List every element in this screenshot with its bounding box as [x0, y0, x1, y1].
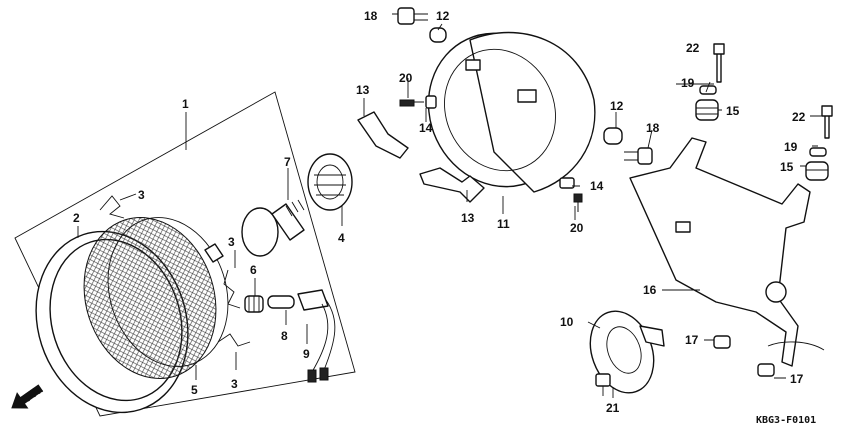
callout-15-lower: 15 — [780, 160, 794, 174]
callout-3-top: 3 — [138, 188, 145, 202]
callout-3-bottom: 3 — [231, 377, 238, 391]
bolt-22-upper[interactable] — [713, 43, 725, 83]
callout-16: 16 — [643, 283, 657, 297]
headlight-stay[interactable] — [629, 137, 825, 367]
callout-5: 5 — [191, 383, 198, 397]
callout-9: 9 — [303, 347, 310, 361]
rubber-cushion-upper[interactable] — [695, 99, 719, 121]
bolt-upper[interactable] — [397, 7, 428, 25]
callout-4: 4 — [338, 231, 345, 245]
callout-8: 8 — [281, 329, 288, 343]
callout-13-upper: 13 — [356, 83, 370, 97]
callout-20-upper: 20 — [399, 71, 413, 85]
screw-lower[interactable] — [573, 193, 583, 212]
callout-18-upper: 18 — [364, 9, 378, 23]
callout-2: 2 — [73, 211, 80, 225]
callout-22-lower: 22 — [792, 110, 806, 124]
leader-lines — [77, 13, 822, 398]
spring-clip-bottom[interactable] — [217, 333, 251, 347]
horn-bolt[interactable] — [595, 373, 611, 396]
bulb-socket[interactable] — [307, 153, 353, 211]
screw-upper[interactable] — [399, 99, 424, 107]
callout-14-lower: 14 — [590, 179, 604, 193]
callout-18-right: 18 — [646, 121, 660, 135]
callout-15-upper: 15 — [726, 104, 740, 118]
adjuster-clamp-left[interactable] — [357, 111, 409, 159]
headlight-case[interactable] — [404, 10, 597, 211]
nut-upper[interactable] — [425, 95, 437, 109]
flange-nut-upper[interactable] — [713, 335, 731, 349]
callout-1: 1 — [182, 97, 189, 111]
callout-17-upper: 17 — [685, 333, 699, 347]
callout-13-lower: 13 — [461, 211, 475, 225]
callout-6: 6 — [250, 263, 257, 277]
callout-7: 7 — [284, 155, 291, 169]
bolt-22-lower[interactable] — [821, 105, 833, 139]
collar-19-lower[interactable] — [809, 147, 827, 157]
callout-11: 11 — [497, 217, 510, 231]
nut-lower[interactable] — [559, 177, 575, 189]
spring-clip-top[interactable] — [99, 195, 125, 219]
collar-upper[interactable] — [429, 27, 447, 43]
adjuster-clamp-lower[interactable] — [419, 167, 485, 203]
callout-19-upper: 19 — [681, 76, 695, 90]
position-light-harness[interactable] — [297, 289, 336, 383]
callout-22-upper: 22 — [686, 41, 700, 55]
spring-clip-middle[interactable] — [223, 269, 241, 309]
callout-10: 10 — [560, 315, 574, 329]
callout-12-upper: 12 — [436, 9, 450, 23]
callout-21: 21 — [606, 401, 620, 415]
position-bulb-socket[interactable] — [267, 295, 295, 309]
headlight-bulb[interactable] — [241, 199, 305, 257]
front-direction-arrow-icon — [11, 384, 44, 409]
collar-right[interactable] — [603, 127, 623, 145]
flange-nut-lower[interactable] — [757, 363, 775, 377]
callout-14-upper: 14 — [419, 121, 433, 135]
callout-12-right: 12 — [610, 99, 624, 113]
callout-20-lower: 20 — [570, 221, 584, 235]
drawing-code: KBG3-F0101 — [756, 415, 816, 426]
headlight-lens-unit[interactable] — [64, 200, 247, 396]
callout-3-middle: 3 — [228, 235, 235, 249]
callout-17-lower: 17 — [790, 372, 804, 386]
position-bulb[interactable] — [244, 295, 264, 313]
bolt-right[interactable] — [624, 147, 653, 165]
rubber-cushion-lower[interactable] — [805, 161, 829, 181]
horn[interactable] — [579, 302, 665, 401]
callout-19-lower: 19 — [784, 140, 798, 154]
